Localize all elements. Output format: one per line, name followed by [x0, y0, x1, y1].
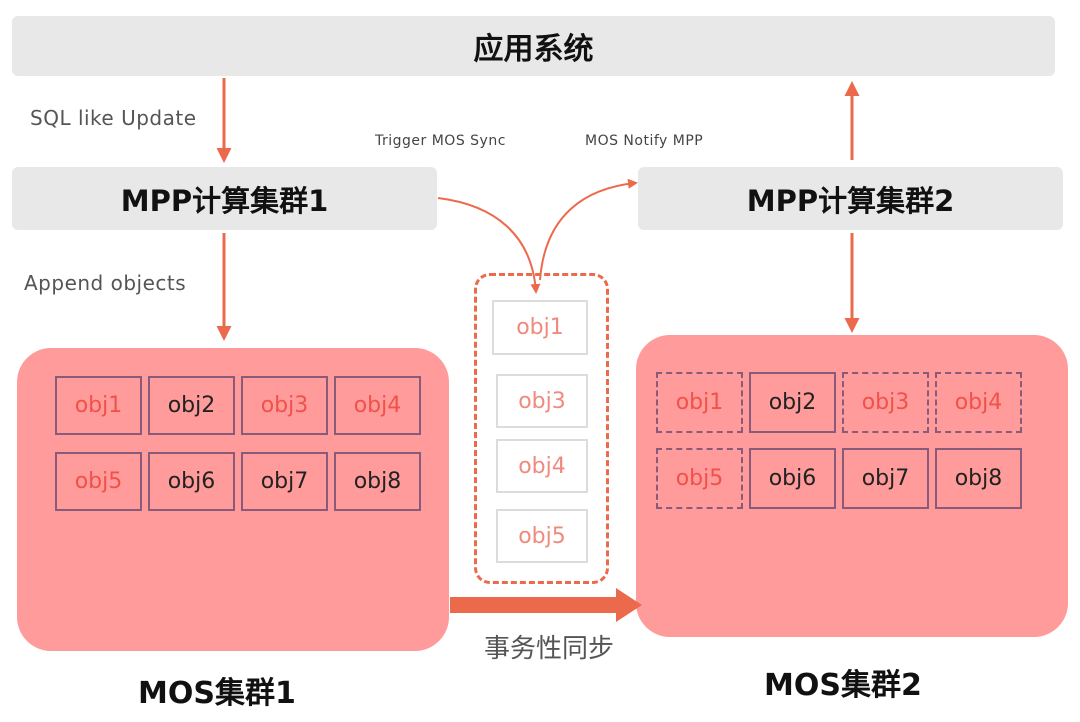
mos2-object-obj5: obj5: [656, 448, 743, 509]
sync-object-obj5: obj5: [496, 509, 588, 563]
mos1-object-obj4: obj4: [334, 376, 421, 435]
mos1-object-obj7: obj7: [241, 452, 328, 511]
arrow-trigger-sync: [437, 197, 541, 294]
mpp-cluster-1: MPP计算集群1: [12, 167, 437, 230]
sync-arrow-shaft: [450, 597, 618, 613]
notify-mpp-label: MOS Notify MPP: [585, 133, 704, 149]
mos2-object-obj8: obj8: [935, 448, 1022, 509]
mos1-object-obj5: obj5: [55, 452, 142, 511]
mos1-object-obj2: obj2: [148, 376, 235, 435]
mos2-object-obj2: obj2: [749, 372, 836, 433]
mos2-object-obj6: obj6: [749, 448, 836, 509]
mos-cluster-1-label: MOS集群1: [138, 676, 296, 711]
sync-object-obj4: obj4: [496, 439, 588, 493]
mpp-cluster-2: MPP计算集群2: [638, 167, 1063, 230]
sync-object-obj3: obj3: [496, 374, 588, 428]
app-system-bar: 应用系统: [12, 16, 1055, 76]
arrow-notify-mpp: [539, 178, 638, 281]
mos2-object-obj4: obj4: [935, 372, 1022, 433]
mos1-object-obj6: obj6: [148, 452, 235, 511]
sync-arrow-head: [616, 588, 642, 622]
sync-object-obj1: obj1: [492, 300, 588, 355]
mos1-object-obj3: obj3: [241, 376, 328, 435]
append-objects-label: Append objects: [24, 271, 187, 295]
mos1-object-obj1: obj1: [55, 376, 142, 435]
transactional-sync-label: 事务性同步: [484, 634, 615, 664]
mos2-object-obj7: obj7: [842, 448, 929, 509]
mos2-object-obj3: obj3: [842, 372, 929, 433]
mpp-cluster-2-label: MPP计算集群2: [746, 183, 955, 218]
trigger-sync-label: Trigger MOS Sync: [375, 133, 506, 149]
mos2-object-obj1: obj1: [656, 372, 743, 433]
sql-update-label: SQL like Update: [30, 106, 197, 130]
mpp-cluster-1-label: MPP计算集群1: [120, 183, 329, 218]
mos-cluster-2: [636, 335, 1068, 637]
mos-cluster-2-label: MOS集群2: [764, 668, 922, 703]
app-system-label: 应用系统: [473, 32, 594, 67]
mos1-object-obj8: obj8: [334, 452, 421, 511]
